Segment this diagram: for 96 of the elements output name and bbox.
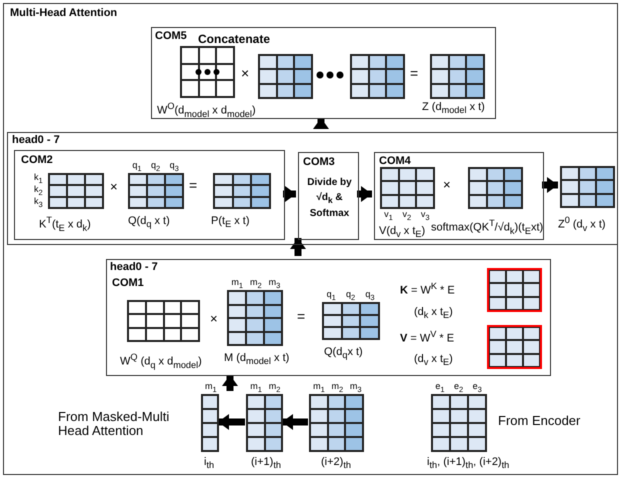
box-title: COM4: [379, 155, 411, 168]
matrix-grid: [213, 173, 271, 209]
matrix-grid: [48, 173, 104, 209]
box-text: Concatenate: [198, 33, 270, 46]
column-label: q$_{2}$: [346, 290, 356, 302]
matrix-grid: [258, 54, 313, 99]
matrix-caption: i$_{th}$: [204, 456, 214, 470]
operator-sign: ×: [241, 66, 250, 82]
matrix-caption: Z$^{0}$ (d$_{v}$ x t): [558, 215, 606, 233]
column-label: v$_{3}$: [420, 210, 430, 222]
block-arrow: [290, 238, 306, 256]
matrix-caption: Q(d$_{q}$ x t): [128, 215, 170, 230]
row-label: k$_{3}$: [34, 197, 43, 210]
operator-sign: ×: [210, 312, 218, 326]
block-arrow: [282, 414, 308, 430]
column-label: m$_{1}$: [313, 382, 325, 394]
column-label: q$_{1}$: [132, 161, 142, 174]
highlighted-matrix: [487, 325, 542, 369]
component-box: [298, 152, 359, 240]
column-label: q$_{3}$: [365, 290, 375, 302]
operator-sign: ×: [110, 180, 118, 194]
operator-sign: ×: [443, 178, 451, 192]
column-label: q$_{3}$: [170, 161, 179, 174]
matrix-caption: (i+1)$_{th}$: [251, 456, 281, 470]
matrix-caption: Q(d$_{q}$x t): [324, 346, 363, 360]
matrix-grid: [560, 166, 615, 208]
box-title: head0 - 7: [12, 134, 60, 146]
box-title: COM2: [21, 154, 53, 166]
column-label: m$_{1}$: [250, 382, 262, 394]
row-label: k$_{2}$: [34, 185, 43, 198]
operator-sign: =: [410, 66, 418, 82]
source-label: From Masked-Multi Head Attention: [58, 410, 170, 439]
matrix-grid: [431, 394, 487, 452]
column-label: m$_{1}$: [231, 278, 243, 290]
column-label: e$_{1}$: [435, 382, 445, 394]
matrix-grid: [309, 394, 364, 452]
column-label: m$_{1}$: [205, 382, 217, 394]
block-arrow: [357, 186, 372, 202]
matrix-caption: (d$_{k}$ x t$_{E}$): [414, 306, 453, 320]
component-box: [106, 259, 551, 376]
column-label: m$_{3}$: [350, 382, 362, 394]
component-box: [151, 27, 496, 119]
matrix-caption: Z (d$_{model}$ x t): [422, 101, 485, 116]
column-label: m$_{2}$: [332, 382, 344, 394]
column-label: e$_{3}$: [472, 382, 482, 394]
component-box: [14, 150, 285, 240]
column-label: m$_{2}$: [268, 382, 280, 394]
component-box: [374, 152, 544, 240]
column-label: q$_{1}$: [326, 290, 336, 302]
matrix-caption: K = W$^{K}$ * E: [400, 281, 455, 297]
matrix-caption: P(t$_{E}$ x t): [211, 215, 250, 230]
matrix-grid: [380, 167, 435, 209]
column-label: v$_{1}$: [384, 210, 393, 222]
block-arrow: [222, 375, 238, 391]
box-text: Divide by √d$_{k}$ & Softmax: [306, 176, 353, 222]
matrix-caption: i$_{th}$, (i+1)$_{th}$, (i+2)$_{th}$: [427, 456, 510, 470]
source-label: From Encoder: [498, 414, 580, 428]
matrix-grid: [227, 290, 283, 346]
matrix-caption: W$^{O}$(d$_{model}$ x d$_{model}$): [157, 101, 256, 119]
matrix-grid: [350, 54, 405, 99]
box-text: COM1: [112, 277, 144, 290]
row-label: k$_{1}$: [34, 173, 43, 186]
box-title: COM3: [303, 156, 335, 168]
column-label: m$_{3}$: [268, 278, 280, 290]
box-title: head0 - 7: [110, 261, 158, 274]
column-label: v$_{2}$: [402, 210, 412, 222]
block-arrow: [542, 177, 558, 193]
operator-sign: =: [189, 178, 198, 194]
box-title: Multi-Head Attention: [10, 7, 118, 20]
matrix-grid: [246, 394, 283, 452]
matrix-caption: V = W$^{V}$ * E: [400, 329, 454, 345]
column-label: e$_{2}$: [454, 382, 464, 394]
matrix-grid: [430, 54, 485, 99]
matrix-caption: (i+2)$_{th}$: [321, 456, 351, 470]
matrix-grid: [322, 302, 380, 340]
frame-box: [3, 3, 618, 475]
component-box: [7, 132, 618, 245]
highlighted-matrix: [487, 268, 542, 312]
block-arrow: [283, 186, 296, 202]
matrix-grid: [127, 300, 200, 342]
column-label: q$_{2}$: [151, 161, 160, 174]
box-title: COM5: [155, 30, 187, 42]
operator-sign: =: [297, 309, 306, 324]
matrix-caption: softmax(QK$^{T}$/√d$_{k}$)(t$_{E}$xt): [431, 218, 544, 236]
matrix-grid: [180, 46, 235, 98]
matrix-caption: W$^{Q}$ (d$_{q}$ x d$_{model}$): [120, 352, 202, 370]
block-arrow: [218, 414, 245, 430]
matrix-grid: [128, 173, 184, 209]
column-label: m$_{2}$: [250, 278, 262, 290]
matrix-grid: [468, 167, 523, 209]
matrix-caption: (d$_{v}$ x t$_{E}$): [414, 353, 453, 368]
block-arrow: [313, 118, 329, 129]
matrix-grid: [201, 394, 219, 452]
matrix-caption: M (d$_{model}$ x t): [224, 352, 290, 366]
matrix-caption: K$^{T}$(t$_{E}$ x d$_{k}$): [39, 215, 91, 233]
matrix-caption: V(d$_{v}$ x t$_{E}$): [379, 225, 426, 240]
